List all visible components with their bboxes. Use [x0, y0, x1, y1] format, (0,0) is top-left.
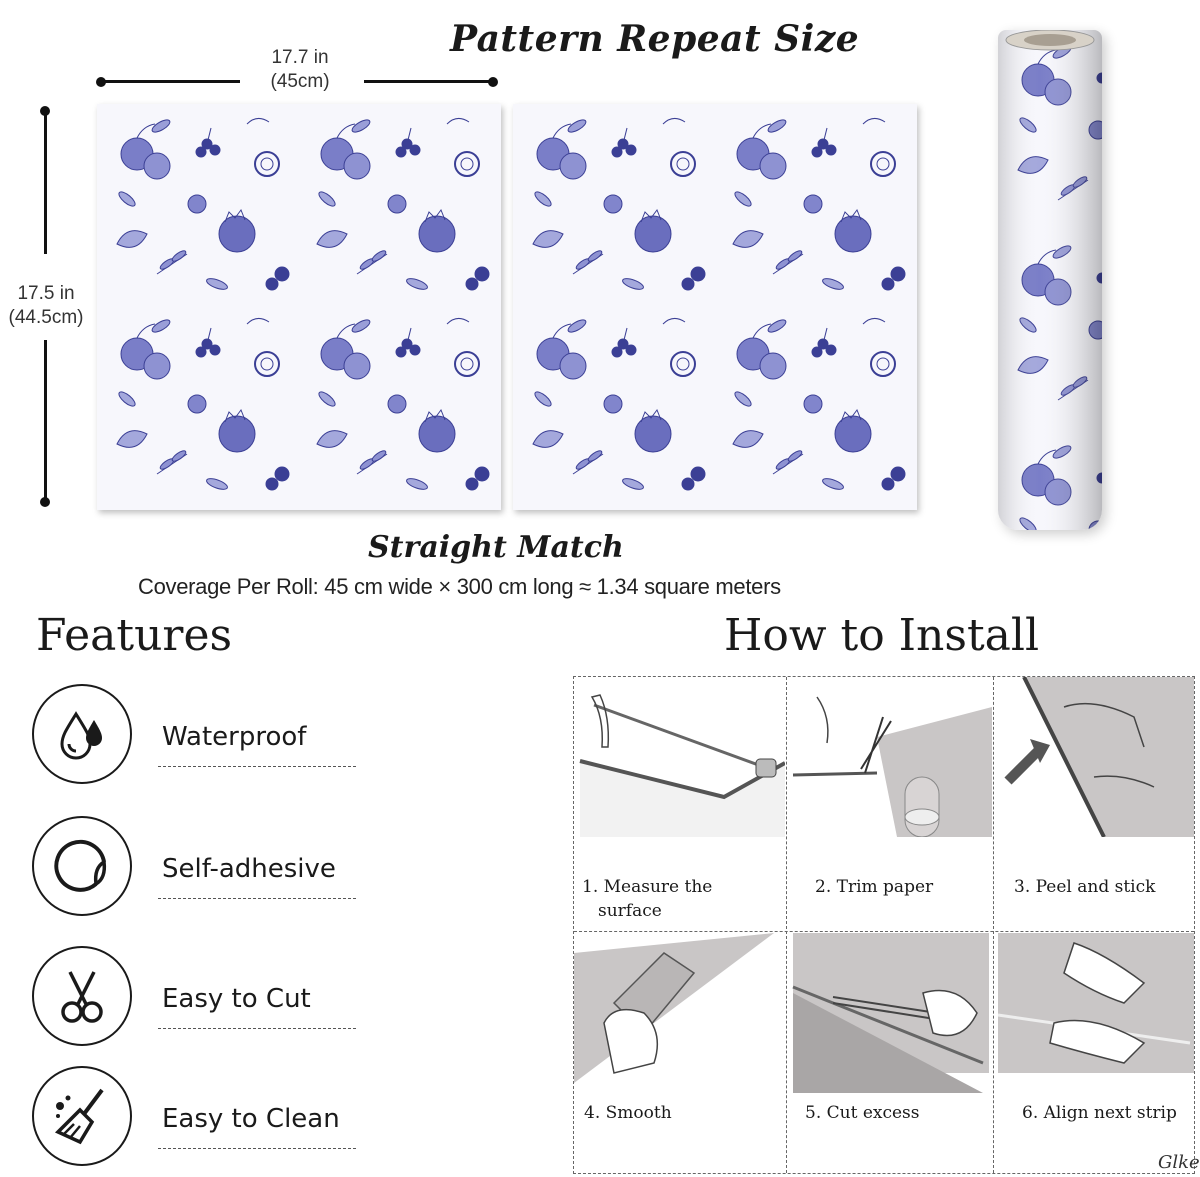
pattern-swatch-left	[97, 104, 501, 510]
step-label-line1: 4. Smooth	[584, 1103, 672, 1123]
width-arrow-end-dot	[488, 77, 498, 87]
install-step-2: 2. Trim paper	[787, 677, 992, 930]
signature-text: Glke	[1158, 1152, 1200, 1173]
step-label-line1: 1. Measure the	[582, 877, 713, 897]
feature-icon-circle	[32, 946, 132, 1046]
feature-label: Easy to Clean	[162, 1104, 340, 1134]
pattern-swatch-right	[513, 104, 917, 510]
install-step-3: 3. Peel and stick	[994, 677, 1194, 930]
width-dimension-label: 17.7 in (45cm)	[250, 46, 350, 94]
feature-waterproof: Waterproof	[30, 684, 370, 788]
coverage-text: Coverage Per Roll: 45 cm wide × 300 cm l…	[138, 574, 781, 599]
feature-icon-circle	[32, 816, 132, 916]
install-step-1: 1. Measure the surface	[574, 677, 785, 930]
install-step-4: 4. Smooth	[574, 933, 785, 1173]
height-dimension-label: 17.5 in (44.5cm)	[0, 282, 92, 330]
peel-sticker-icon	[54, 839, 107, 892]
install-step-5: 5. Cut excess	[787, 933, 992, 1173]
grid-divider-vertical	[993, 677, 994, 1173]
feature-label: Easy to Cut	[162, 984, 311, 1014]
feature-icon-circle	[32, 1066, 132, 1166]
step-label-line1: 5. Cut excess	[805, 1103, 920, 1123]
grid-divider-vertical	[786, 677, 787, 1173]
step-label-line1: 6. Align next strip	[1022, 1103, 1177, 1123]
width-centimeters: (45cm)	[270, 71, 330, 92]
measure-surface-illustration	[579, 694, 785, 837]
feature-divider	[158, 898, 356, 899]
feature-icon-circle	[32, 684, 132, 784]
height-arrow-bottom	[44, 340, 47, 500]
water-drop-icon	[60, 711, 102, 760]
features-title: Features	[36, 610, 233, 661]
trim-paper-illustration	[792, 696, 992, 838]
scissors-icon	[61, 971, 103, 1023]
how-to-install-title: How to Install	[724, 610, 1040, 661]
align-next-strip-illustration	[997, 933, 1194, 1073]
step-label-line2: surface	[598, 901, 662, 921]
width-arrow-right	[364, 80, 494, 83]
step-label-line1: 3. Peel and stick	[1014, 877, 1156, 897]
height-arrow-top	[44, 110, 47, 254]
feature-easy-to-cut: Easy to Cut	[30, 946, 370, 1050]
peel-and-stick-illustration	[1004, 677, 1194, 838]
broom-icon	[54, 1088, 104, 1145]
height-centimeters: (44.5cm)	[8, 307, 84, 328]
grid-divider-horizontal	[574, 931, 1194, 932]
width-inches: 17.7 in	[271, 47, 329, 68]
step-label-line1: 2. Trim paper	[815, 877, 934, 897]
floral-pattern-image	[513, 104, 917, 510]
roll-illustration	[998, 30, 1102, 530]
feature-easy-to-clean: Easy to Clean	[30, 1066, 370, 1170]
feature-label: Self-adhesive	[162, 854, 336, 884]
floral-pattern-image	[97, 104, 501, 510]
feature-divider	[158, 766, 356, 767]
feature-self-adhesive: Self-adhesive	[30, 816, 370, 920]
cut-excess-illustration	[792, 933, 989, 1093]
feature-divider	[158, 1148, 356, 1149]
smooth-illustration	[574, 933, 774, 1083]
straight-match-title: Straight Match	[368, 530, 624, 565]
install-steps-grid: 1. Measure the surface 2. Trim paper 3. …	[573, 676, 1195, 1174]
width-arrow-left	[100, 80, 240, 83]
feature-label: Waterproof	[162, 722, 307, 752]
pattern-repeat-title: Pattern Repeat Size	[450, 18, 860, 60]
height-inches: 17.5 in	[17, 283, 75, 304]
install-step-6: 6. Align next strip	[994, 933, 1194, 1173]
height-arrow-end-dot	[40, 497, 50, 507]
feature-divider	[158, 1028, 356, 1029]
wallpaper-roll-image	[998, 30, 1102, 530]
